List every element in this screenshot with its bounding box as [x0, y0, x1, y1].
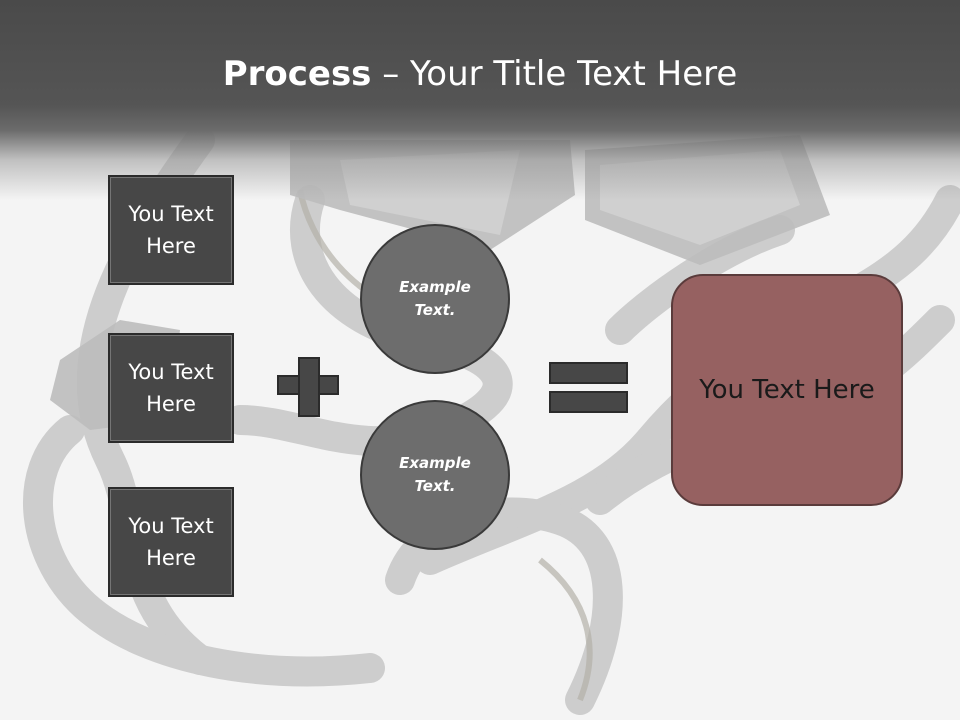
input-box-2: You Text Here [108, 333, 234, 443]
title-rest: – Your Title Text Here [371, 54, 738, 94]
input-box-1-label: You Text Here [128, 202, 214, 258]
equals-icon-top-bar [549, 362, 628, 384]
example-circle-1: Example Text. [360, 224, 510, 374]
plus-icon-center [300, 377, 318, 393]
title-bold: Process [222, 54, 372, 94]
input-box-3-label: You Text Here [128, 514, 214, 570]
title-bar [0, 0, 960, 200]
result-box: You Text Here [671, 274, 903, 506]
input-box-1: You Text Here [108, 175, 234, 285]
slide-title: Process – Your Title Text Here [0, 52, 960, 96]
example-circle-2-label: Example Text. [399, 454, 471, 495]
result-box-label: You Text Here [699, 375, 875, 405]
equals-icon-bottom-bar [549, 391, 628, 413]
input-box-2-label: You Text Here [128, 360, 214, 416]
example-circle-1-label: Example Text. [399, 278, 471, 319]
input-box-3: You Text Here [108, 487, 234, 597]
example-circle-2: Example Text. [360, 400, 510, 550]
